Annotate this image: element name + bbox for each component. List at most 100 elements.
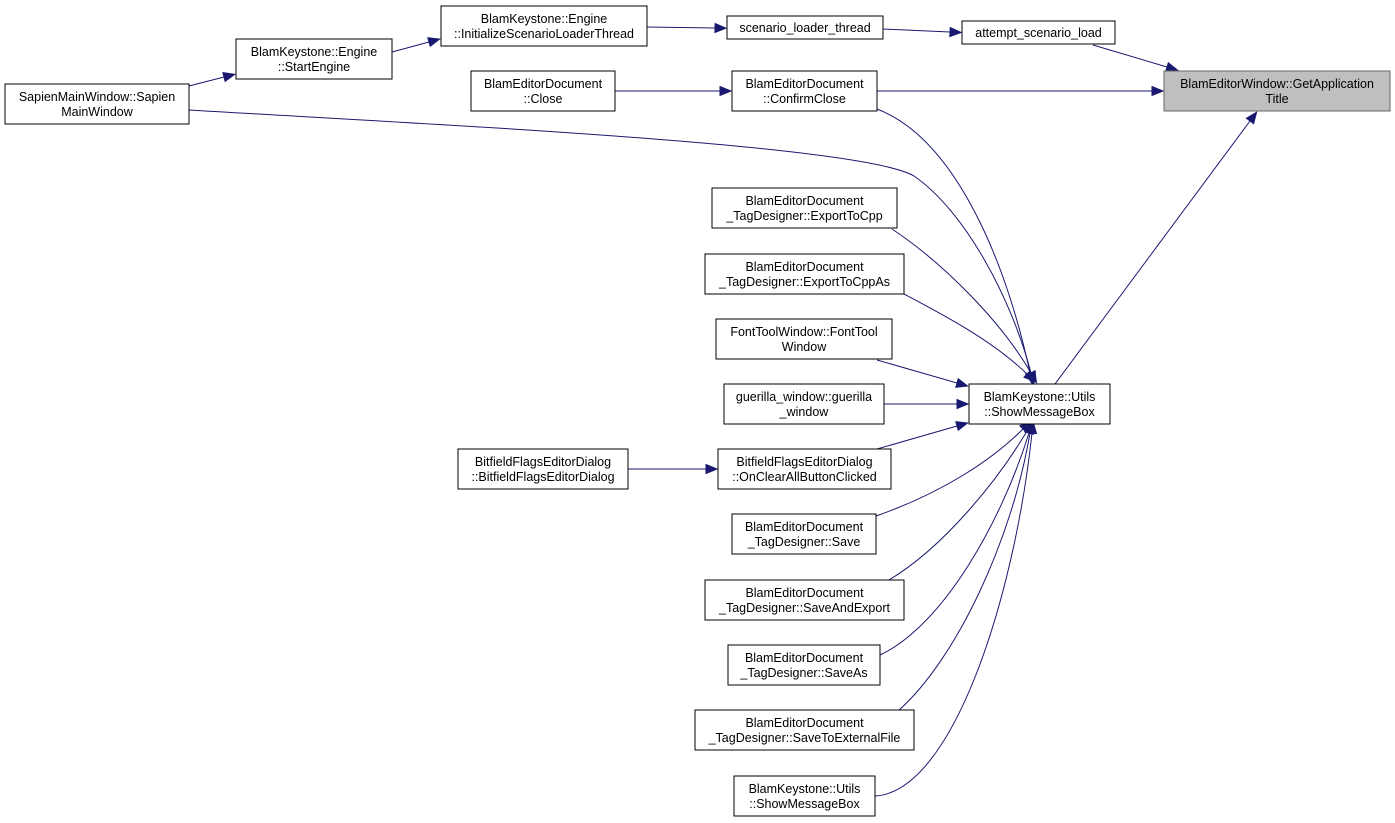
- node-saveas[interactable]: BlamEditorDocument_TagDesigner::SaveAs: [727, 644, 881, 686]
- node-label-line: _TagDesigner::ExportToCpp: [725, 209, 882, 223]
- node-label-line: BitfieldFlagsEditorDialog: [736, 455, 872, 469]
- edge-arrowhead: [705, 463, 719, 475]
- edge-arrowhead: [427, 37, 441, 48]
- node-guerilla[interactable]: guerilla_window::guerilla_window: [723, 383, 885, 425]
- edge-docclose-to-confirmclose: [615, 85, 733, 97]
- edge-line: [891, 228, 1032, 374]
- edge-arrowhead: [955, 377, 969, 388]
- edge-line: [188, 109, 1032, 374]
- edge-arrowhead: [949, 26, 963, 38]
- node-label-line: ::ShowMessageBox: [749, 797, 860, 811]
- node-label-line: guerilla_window::guerilla: [736, 390, 872, 404]
- node-label-line: _window: [779, 405, 830, 419]
- edge-loaderthread-to-attempt: [882, 26, 963, 38]
- node-loaderthread[interactable]: scenario_loader_thread: [726, 15, 884, 40]
- node-label-line: BlamEditorDocument: [745, 716, 864, 730]
- node-box: [726, 15, 884, 40]
- node-box: [704, 253, 905, 295]
- edge-exportcpp-to-showmsg: [891, 228, 1038, 384]
- node-box: [717, 448, 892, 490]
- node-label-line: ::StartEngine: [278, 60, 350, 74]
- edge-line: [882, 28, 951, 33]
- edge-line: [888, 430, 1028, 581]
- node-exportcppas[interactable]: BlamEditorDocument_TagDesigner::ExportTo…: [704, 253, 905, 295]
- node-label-line: BlamKeystone::Utils: [749, 782, 861, 796]
- node-sapienmain[interactable]: SapienMainWindow::SapienMainWindow: [4, 83, 190, 125]
- edge-line: [874, 432, 1033, 797]
- node-bitfieldclear[interactable]: BitfieldFlagsEditorDialog::OnClearAllBut…: [717, 448, 892, 490]
- node-label-line: ::OnClearAllButtonClicked: [732, 470, 877, 484]
- node-box: [968, 383, 1111, 425]
- node-box: [711, 187, 898, 229]
- node-label-line: _TagDesigner::SaveAs: [739, 666, 867, 680]
- edge-save-to-showmsg: [875, 420, 1032, 517]
- node-label-line: BlamEditorDocument: [745, 260, 864, 274]
- node-label-line: SapienMainWindow::Sapien: [19, 90, 175, 104]
- node-label-line: BlamEditorDocument: [484, 77, 603, 91]
- edge-arrowhead: [955, 421, 969, 432]
- node-docclose[interactable]: BlamEditorDocument::Close: [470, 70, 616, 112]
- edge-initloader-to-loaderthread: [646, 22, 728, 34]
- node-showmsg[interactable]: BlamKeystone::Utils::ShowMessageBox: [968, 383, 1111, 425]
- node-label-line: BlamKeystone::Engine: [481, 12, 608, 26]
- node-fonttool[interactable]: FontToolWindow::FontToolWindow: [715, 318, 893, 360]
- node-label-line: ::ConfirmClose: [763, 92, 846, 106]
- edge-startengine-to-initloader: [391, 37, 441, 53]
- node-box: [731, 70, 878, 112]
- node-box: [723, 383, 885, 425]
- edge-arrowhead: [222, 71, 236, 83]
- edge-line: [903, 293, 1028, 375]
- node-label-line: Title: [1265, 92, 1288, 106]
- edge-line: [391, 41, 430, 53]
- node-startengine[interactable]: BlamKeystone::Engine::StartEngine: [235, 38, 393, 80]
- node-box: [470, 70, 616, 112]
- node-label-line: FontToolWindow::FontTool: [730, 325, 877, 339]
- edge-sapienmain-to-startengine: [188, 71, 236, 87]
- edge-bitfieldclear-to-showmsg: [876, 421, 969, 450]
- node-label-line: Window: [782, 340, 827, 354]
- node-box: [694, 709, 915, 751]
- node-saveext[interactable]: BlamEditorDocument_TagDesigner::SaveToEx…: [694, 709, 915, 751]
- node-box: [440, 5, 648, 47]
- node-exportcpp[interactable]: BlamEditorDocument_TagDesigner::ExportTo…: [711, 187, 898, 229]
- node-box: [727, 644, 881, 686]
- node-box: [731, 513, 877, 555]
- node-box: [457, 448, 629, 490]
- node-label-line: ::BitfieldFlagsEditorDialog: [471, 470, 614, 484]
- node-saveexport[interactable]: BlamEditorDocument_TagDesigner::SaveAndE…: [704, 579, 905, 621]
- node-initloader[interactable]: BlamKeystone::Engine::InitializeScenario…: [440, 5, 648, 47]
- node-label-line: BlamKeystone::Engine: [251, 45, 378, 59]
- node-label-line: scenario_loader_thread: [739, 21, 870, 35]
- node-label-line: BlamEditorDocument: [745, 586, 864, 600]
- edge-arrowhead: [1023, 369, 1036, 383]
- node-label-line: BlamEditorDocument: [745, 520, 864, 534]
- node-label-line: _TagDesigner::SaveToExternalFile: [708, 731, 901, 745]
- node-box: [704, 579, 905, 621]
- node-label-line: BlamKeystone::Utils: [984, 390, 1096, 404]
- node-attempt[interactable]: attempt_scenario_load: [961, 20, 1116, 45]
- node-label-line: BlamEditorDocument: [745, 651, 864, 665]
- node-label-line: ::ShowMessageBox: [984, 405, 1095, 419]
- node-box: [1163, 70, 1391, 112]
- edge-line: [879, 432, 1030, 656]
- node-label-line: attempt_scenario_load: [975, 26, 1102, 40]
- edge-arrowhead: [956, 398, 970, 410]
- edge-showmsg2-to-showmsg: [874, 420, 1038, 797]
- node-label-line: ::Close: [524, 92, 563, 106]
- edge-arrowhead: [1165, 61, 1179, 72]
- node-confirmclose[interactable]: BlamEditorDocument::ConfirmClose: [731, 70, 878, 112]
- edge-line: [646, 26, 716, 29]
- node-label-line: BlamEditorDocument: [745, 77, 864, 91]
- edge-exportcppas-to-showmsg: [903, 293, 1036, 383]
- edge-arrowhead: [719, 85, 733, 97]
- node-bitfielddlg[interactable]: BitfieldFlagsEditorDialog::BitfieldFlags…: [457, 448, 629, 490]
- edge-line: [876, 108, 1031, 374]
- edge-saveext-to-showmsg: [897, 420, 1036, 712]
- node-showmsg2[interactable]: BlamKeystone::Utils::ShowMessageBox: [733, 775, 876, 817]
- node-box: [715, 318, 893, 360]
- node-save[interactable]: BlamEditorDocument_TagDesigner::Save: [731, 513, 877, 555]
- edge-bitfielddlg-to-bitfieldclear: [628, 463, 719, 475]
- edge-line: [1092, 44, 1168, 68]
